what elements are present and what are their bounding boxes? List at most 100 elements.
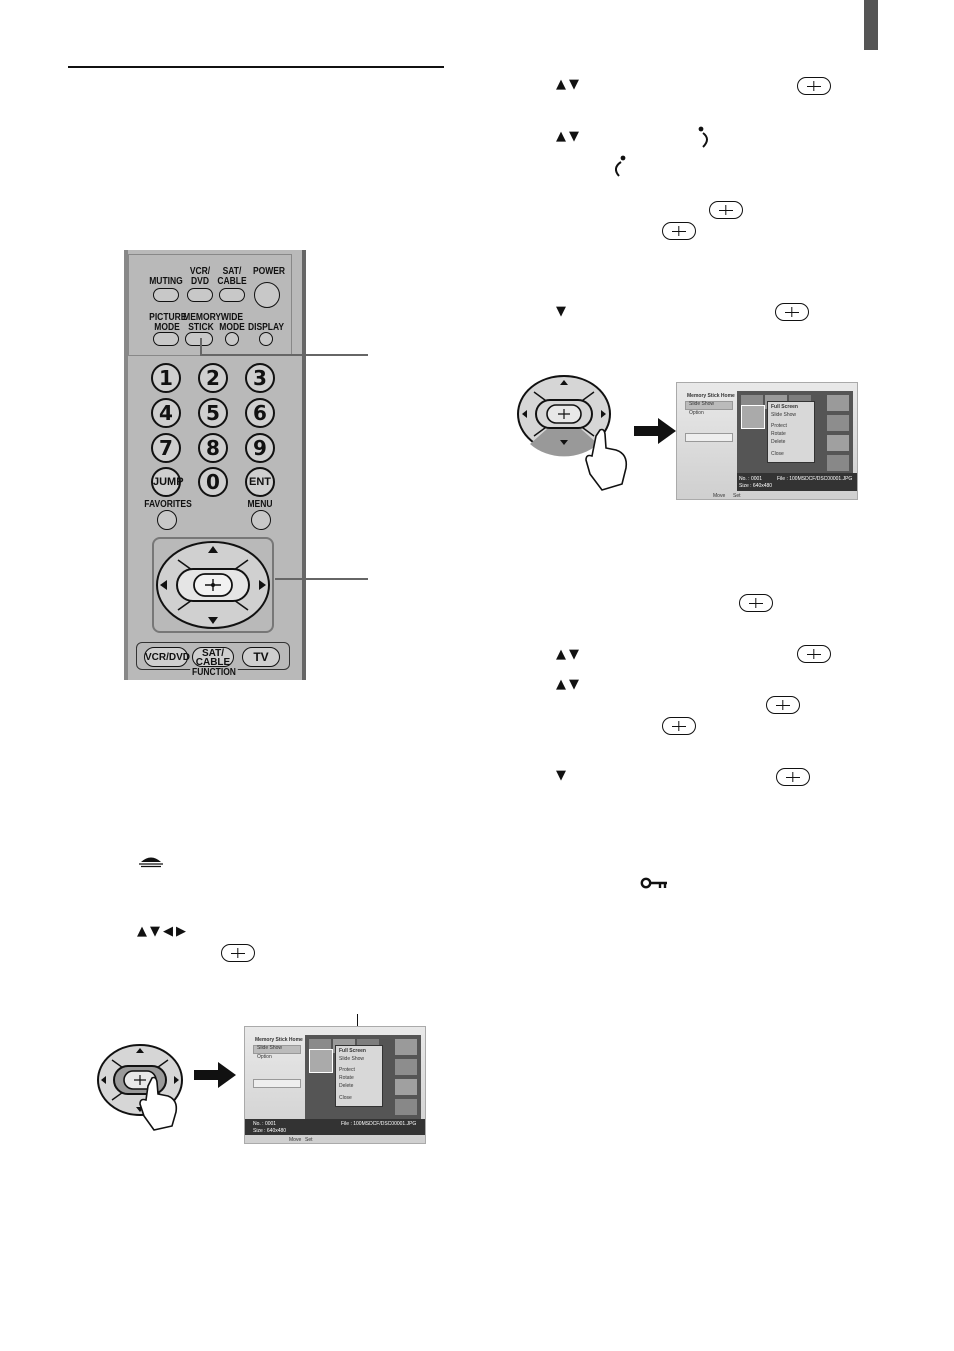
- picture-mode-button[interactable]: [153, 332, 179, 346]
- screen2-footer-move: Move: [713, 493, 726, 499]
- up-down-icon-1: ▲▼: [556, 77, 582, 92]
- sat-cable-power-button[interactable]: [219, 288, 245, 302]
- function-label: FUNCTION: [190, 667, 238, 678]
- enter-button-icon: [221, 944, 255, 962]
- display-button[interactable]: [259, 332, 273, 346]
- memory-stick-callout-stem: [200, 338, 202, 356]
- memory-stick-label: MEMORY STICK: [183, 312, 222, 333]
- arrow-keys-icon: ▲▼◀▶: [137, 924, 189, 939]
- section-tab: [864, 0, 878, 50]
- memory-stick-home-screen-2: Memory Stick Home Slide Show Option Full…: [676, 382, 858, 500]
- screen-header: Memory Stick Home: [255, 1037, 303, 1043]
- footer-move: Move: [289, 1137, 302, 1143]
- enter-button-icon-6: [797, 645, 831, 663]
- joystick-press-illustration: [97, 1044, 183, 1131]
- screen2-menu-slideshow: Slide Show: [689, 401, 715, 407]
- rotate-clockwise-icon: [698, 126, 714, 155]
- screen2-popup-menu: [767, 401, 815, 463]
- joystick-down-press-illustration: [517, 375, 628, 491]
- popup-rotate: Rotate: [339, 1075, 354, 1081]
- number-4-button[interactable]: 4: [151, 398, 181, 428]
- screen2-footer-set: Set: [733, 493, 741, 499]
- muting-button[interactable]: [153, 288, 179, 302]
- section-rule: [68, 66, 444, 68]
- sat-cable-label: SAT/ CABLE: [217, 266, 247, 287]
- screen2-info-bar: [737, 473, 857, 491]
- wide-mode-button[interactable]: [225, 332, 239, 346]
- screen2-info-no: No. : 0001: [739, 476, 763, 482]
- wide-mode-label: WIDE MODE: [219, 312, 245, 333]
- display-label: DISPLAY: [247, 322, 285, 333]
- memory-stick-button[interactable]: [185, 332, 213, 346]
- enter-button-icon-8: [662, 717, 696, 735]
- joystick-callout: [275, 578, 368, 580]
- number-1-button[interactable]: 1: [151, 363, 181, 393]
- number-9-button[interactable]: 9: [245, 433, 275, 463]
- screen2-menu-option: Option: [689, 410, 704, 416]
- number-2-button[interactable]: 2: [198, 363, 228, 393]
- enter-button-icon-7: [766, 696, 800, 714]
- jump-button[interactable]: JUMP: [151, 467, 184, 497]
- screen2-popup-protect: Protect: [771, 423, 787, 429]
- screen2-info-size: Size : 640x480: [739, 483, 773, 489]
- popup-delete: Delete: [339, 1083, 354, 1089]
- arrow-right-icon: [194, 1062, 236, 1093]
- popup-menu: [335, 1045, 383, 1107]
- menu-label: MENU: [247, 499, 273, 510]
- joystick[interactable]: [154, 540, 272, 630]
- screen2-popup-slide-show: Slide Show: [771, 412, 797, 418]
- up-down-icon-2: ▲▼: [556, 129, 582, 144]
- down-icon-2: ▼: [556, 768, 566, 783]
- function-sat-cable-button[interactable]: SAT/ CABLE: [192, 647, 234, 668]
- screen-menu-option: Option: [257, 1054, 272, 1060]
- enter-button-icon-3: [662, 222, 696, 240]
- number-8-button[interactable]: 8: [198, 433, 228, 463]
- remote-edge: [124, 250, 128, 680]
- enter-button-icon-4: [775, 303, 809, 321]
- screen2-popup-close: Close: [771, 451, 784, 457]
- enter-button-icon-2: [709, 201, 743, 219]
- popup-protect: Protect: [339, 1067, 355, 1073]
- memory-stick-callout: [200, 354, 368, 356]
- popup-slide-show: Slide Show: [339, 1056, 365, 1062]
- footer-set: Set: [305, 1137, 313, 1143]
- enter-button-icon-1: [797, 77, 831, 95]
- number-6-button[interactable]: 6: [245, 398, 275, 428]
- favorites-label: FAVORITES: [144, 499, 192, 510]
- screen2-header: Memory Stick Home: [687, 393, 735, 399]
- rotate-counterclockwise-icon: [610, 155, 626, 184]
- screen-menu-slideshow: Slide Show: [257, 1045, 283, 1051]
- power-label: POWER: [252, 266, 286, 277]
- arrow-right-icon-2: [634, 418, 676, 449]
- up-down-icon-4: ▲▼: [556, 677, 582, 692]
- number-7-button[interactable]: 7: [151, 433, 181, 463]
- vcr-dvd-power-button[interactable]: [187, 288, 213, 302]
- screen-progress: [253, 1079, 301, 1088]
- screen2-popup-delete: Delete: [771, 439, 786, 445]
- memory-stick-icon: [138, 855, 164, 874]
- number-3-button[interactable]: 3: [245, 363, 275, 393]
- screen2-popup-rotate: Rotate: [771, 431, 786, 437]
- popup-close: Close: [339, 1095, 352, 1101]
- info-file: File : 100MSDCF/DSC00001.JPG: [341, 1121, 417, 1127]
- function-vcr-dvd-button[interactable]: VCR/DVD: [144, 647, 190, 667]
- up-down-icon-3: ▲▼: [556, 647, 582, 662]
- function-tv-button[interactable]: TV: [242, 647, 280, 667]
- menu-button[interactable]: [251, 510, 271, 530]
- ent-button[interactable]: ENT: [245, 467, 275, 497]
- muting-label: MUTING: [149, 276, 183, 287]
- info-bar: [245, 1119, 425, 1135]
- remote-control: MUTING VCR/ DVD SAT/ CABLE POWER PICTURE…: [124, 250, 306, 680]
- favorites-button[interactable]: [157, 510, 177, 530]
- info-no: No. : 0001: [253, 1121, 277, 1127]
- memory-stick-home-screen-1: Memory Stick Home Slide Show Option Full…: [244, 1026, 426, 1144]
- number-5-button[interactable]: 5: [198, 398, 228, 428]
- screen-menu-item-bg: [253, 1045, 301, 1054]
- vcr-dvd-label: VCR/ DVD: [189, 266, 211, 287]
- down-icon-1: ▼: [556, 304, 566, 319]
- power-button[interactable]: [254, 282, 280, 308]
- screen2-info-file: File : 100MSDCF/DSC00001.JPG: [777, 476, 853, 482]
- number-0-button[interactable]: 0: [198, 467, 228, 497]
- screen2-progress: [685, 433, 733, 442]
- popup-full-screen: Full Screen: [339, 1048, 366, 1054]
